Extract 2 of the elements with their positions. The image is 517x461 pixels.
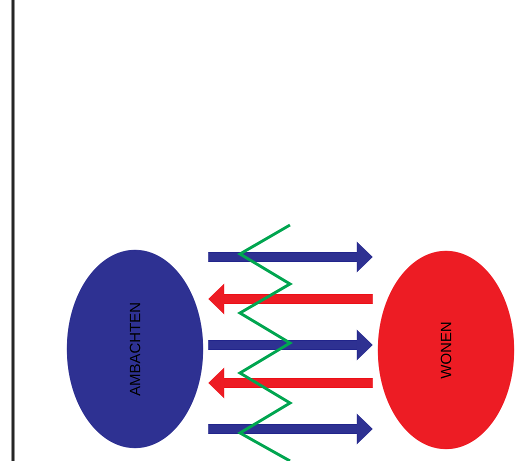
ellipse-node: WONEN <box>378 250 514 450</box>
ellipse-node: AMBACHTEN <box>66 250 204 448</box>
